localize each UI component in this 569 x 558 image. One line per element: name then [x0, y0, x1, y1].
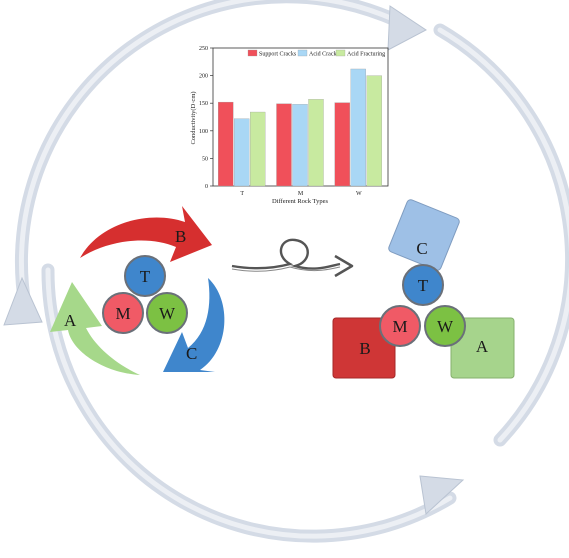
x-axis-label: Different Rock Types: [272, 198, 328, 205]
bar-W-1: [350, 68, 366, 187]
ring-arrowhead-bottom: [419, 475, 465, 515]
circle-t-label: T: [140, 267, 151, 286]
bar-T-0: [218, 101, 234, 187]
bar-M-2: [308, 99, 324, 187]
legend-swatch-2: [335, 49, 346, 57]
x-tick-label-W: W: [356, 191, 362, 197]
arrow-c-label: C: [186, 344, 197, 363]
transform-connector-arrow: [231, 238, 354, 278]
circle-t-right: [402, 264, 444, 306]
chart-bars: [218, 68, 382, 187]
x-tick-label-T: T: [240, 191, 244, 197]
y-tick-label-5: 250: [199, 46, 208, 52]
bar-W-0: [334, 102, 350, 187]
y-tick-label-3: 150: [199, 101, 208, 107]
circle-w: [146, 292, 188, 334]
legend-swatch-0: [247, 49, 258, 57]
legend-swatch-1: [297, 49, 308, 57]
square-b: [332, 317, 396, 379]
x-tick-label-M: M: [298, 191, 304, 197]
y-tick-label-4: 200: [199, 74, 208, 80]
left-rotation-cluster: B C A T M W: [50, 206, 225, 375]
square-a-label: A: [476, 337, 489, 356]
ring-arrowhead-left: [3, 276, 43, 326]
circle-m-label: M: [115, 304, 130, 323]
circle-w-right: [424, 305, 466, 347]
arrow-b-label: B: [175, 227, 186, 246]
y-tick-label-1: 50: [202, 156, 208, 162]
legend-label-2: Acid Fracturing: [347, 52, 385, 58]
y-axis-label: Conductivity(D·cm): [190, 91, 197, 144]
square-b-label: B: [359, 339, 370, 358]
bar-T-2: [250, 111, 266, 187]
circle-m: [102, 292, 144, 334]
chart-legend: Support Cracks Acid Crack Acid Fracturing: [247, 49, 385, 58]
y-axis-ticks: 0 50 100 150 200 250: [199, 46, 213, 190]
ring-arrowhead-top: [387, 5, 427, 51]
legend-label-0: Support Cracks: [259, 52, 297, 58]
square-c: [388, 199, 460, 271]
circle-w-label: W: [159, 304, 176, 323]
square-a: [450, 317, 515, 379]
square-c-label: C: [416, 239, 427, 258]
circle-m-right: [379, 305, 421, 347]
arrow-a-shape: [50, 282, 140, 375]
arrow-c-shape: [163, 278, 225, 372]
y-tick-label-0: 0: [205, 184, 208, 190]
bar-M-0: [276, 103, 292, 187]
right-stacked-cluster: C B A T M W: [332, 199, 515, 379]
legend-label-1: Acid Crack: [309, 52, 337, 58]
circle-w-right-label: W: [437, 317, 454, 336]
outer-cycle-ring: [3, 0, 569, 543]
circle-t-right-label: T: [418, 276, 429, 295]
arrow-a-label: A: [64, 311, 77, 330]
bar-W-2: [366, 75, 382, 187]
circle-m-right-label: M: [392, 317, 407, 336]
bar-M-1: [292, 104, 308, 187]
circle-t: [124, 255, 166, 297]
bar-T-1: [234, 118, 250, 187]
conductivity-bar-chart: 0 50 100 150 200 250 T M W Support Cracks Acid C…: [190, 46, 389, 205]
arrow-b-shape: [80, 206, 212, 262]
y-tick-label-2: 100: [199, 129, 208, 135]
